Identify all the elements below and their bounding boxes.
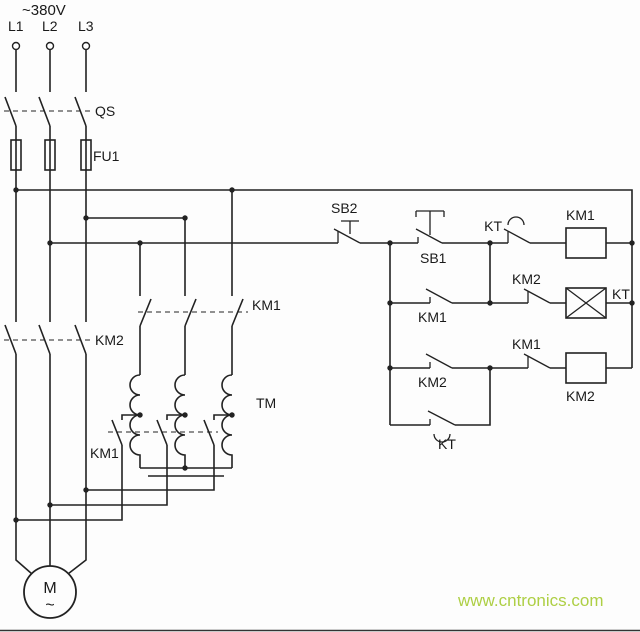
junction-dot [137, 412, 143, 418]
fuse-1 [10, 139, 22, 171]
km1-branch-blades [139, 298, 244, 327]
kt-coil: KT [565, 286, 630, 319]
km1-coil-box [565, 227, 607, 259]
km2-no-symbol [425, 353, 453, 369]
tm-label: TM [256, 395, 276, 411]
branch-wiring [16, 190, 233, 521]
km2-coil-box [565, 352, 607, 384]
junction-dot [13, 517, 19, 523]
junction-dot [229, 412, 235, 418]
km2-nc-symbol [523, 288, 551, 304]
motor-ac-symbol: ~ [45, 597, 54, 614]
sb2-stop-button: SB2 [331, 200, 361, 244]
autotransformer-coil-3 [221, 374, 233, 468]
km2-main-contacts: KM2 [4, 324, 124, 355]
sb1-symbol [415, 210, 445, 244]
km2-nc-label: KM2 [512, 271, 541, 287]
km1-tap-contacts: KM1 [90, 419, 218, 461]
junction-dot [487, 365, 493, 371]
junction-dot [182, 412, 188, 418]
kt-no-symbol [427, 410, 456, 443]
km2-main-label: KM2 [95, 332, 124, 348]
km1-branch-label: KM1 [252, 297, 281, 313]
power-lines [15, 49, 87, 575]
junction-dot [137, 240, 143, 246]
km2-coil-label: KM2 [566, 388, 595, 404]
km2-coil: KM2 [565, 352, 607, 404]
motor-letter: M [43, 580, 56, 597]
junction-dot [182, 215, 188, 221]
junction-dot [487, 240, 493, 246]
kt-no-label: KT [438, 436, 456, 452]
km2-no-contact: KM2 [418, 353, 453, 390]
km1-latch-symbol [425, 288, 453, 304]
junction-dot [387, 240, 393, 246]
watermark-text: www.cntronics.com [457, 591, 603, 610]
kt-nc-label: KT [484, 218, 502, 234]
sb2-label: SB2 [331, 200, 358, 216]
sb1-label: SB1 [420, 250, 447, 266]
junction-dot [182, 465, 188, 471]
motor-symbol: M ~ [23, 565, 77, 619]
qs-disconnect-switch: QS [4, 96, 115, 127]
motor-circle [23, 565, 77, 619]
km1-latch-label: KM1 [418, 309, 447, 325]
kt-coil-cross [565, 287, 607, 319]
fu1-fuses: FU1 [10, 139, 120, 171]
junction-dots [13, 187, 635, 523]
phase-label-l2: L2 [42, 18, 58, 34]
km1-coil: KM1 [565, 207, 607, 259]
sb2-symbol [333, 220, 361, 244]
kt-no-delay-contact: KT [427, 410, 456, 452]
terminal-l3 [81, 41, 91, 51]
junction-dot [47, 502, 53, 508]
terminal-l2 [45, 41, 55, 51]
junction-dot [487, 300, 493, 306]
junction-dot [13, 187, 19, 193]
km1-tap-label: KM1 [90, 445, 119, 461]
phase-label-l1: L1 [8, 18, 24, 34]
junction-dot [629, 240, 635, 246]
junction-dot [629, 300, 635, 306]
kt-nc-delay-contact: KT [484, 216, 531, 244]
autotransformer-coil-2 [174, 374, 186, 468]
qs-label: QS [95, 103, 115, 119]
autotransformer-coil-1 [129, 374, 141, 468]
km1-branch-contacts: KM1 [138, 297, 281, 327]
km2-nc-interlock: KM2 [512, 271, 551, 304]
supply-terminals [11, 41, 91, 51]
terminal-l1 [11, 41, 21, 51]
junction-dot [229, 187, 235, 193]
control-wiring [16, 189, 633, 426]
fuse-2 [44, 139, 56, 171]
autotransformer-tm: TM [129, 374, 276, 468]
kt-coil-box [565, 287, 607, 319]
fuse-3 [80, 139, 92, 171]
km1-coil-label: KM1 [566, 207, 595, 223]
junction-dot [83, 215, 89, 221]
supply-voltage-label: ~380V [22, 2, 66, 19]
km1-nc-label: KM1 [512, 336, 541, 352]
sb1-start-button: SB1 [415, 210, 447, 266]
junction-dot [47, 240, 53, 246]
junction-dot [83, 487, 89, 493]
junction-dot [387, 300, 393, 306]
km1-nc-interlock: KM1 [512, 336, 551, 369]
fu1-label: FU1 [93, 148, 120, 164]
kt-coil-label: KT [612, 286, 630, 302]
junction-dot [387, 365, 393, 371]
kt-nc-symbol [503, 216, 531, 244]
km2-no-label: KM2 [418, 374, 447, 390]
km1-latch-contact: KM1 [418, 288, 453, 325]
km1-nc-symbol [523, 353, 551, 369]
phase-label-l3: L3 [78, 18, 94, 34]
